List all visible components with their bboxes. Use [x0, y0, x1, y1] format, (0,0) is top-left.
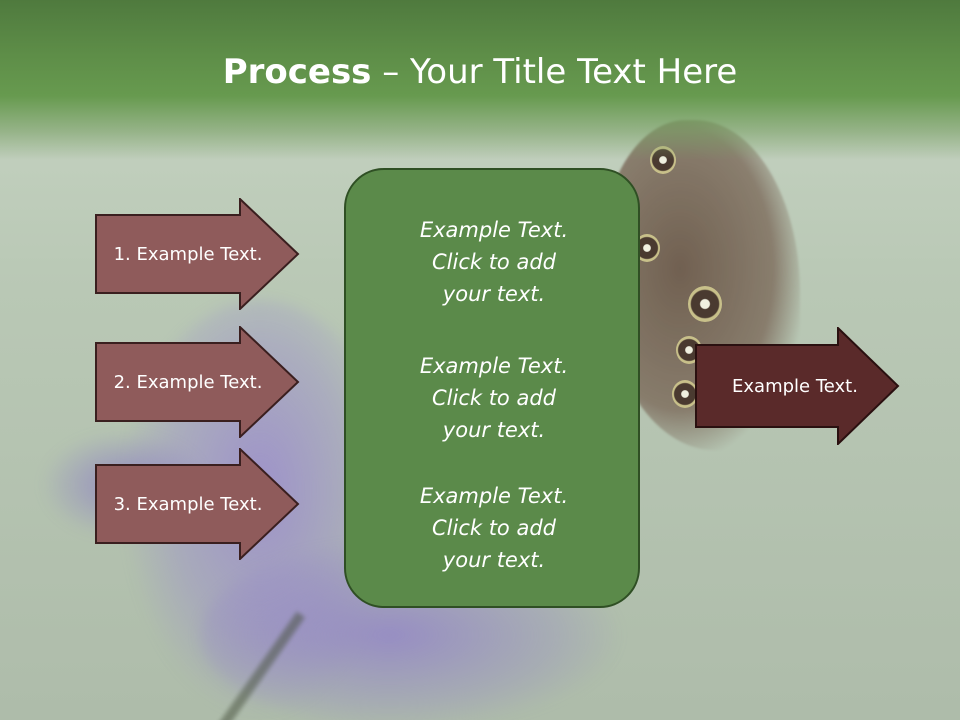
arrow-right-shape — [95, 198, 300, 310]
center-line: your text. — [442, 548, 546, 572]
arrow-right-shape — [95, 448, 300, 560]
center-paragraph: Example Text. Click to add your text. — [346, 214, 642, 310]
butterfly-eyespot — [672, 380, 698, 408]
center-line: Example Text. — [419, 218, 569, 242]
process-step-label: 3. Example Text. — [113, 493, 263, 515]
center-paragraph: Example Text. Click to add your text. — [346, 350, 642, 446]
process-center-box[interactable]: Example Text. Click to add your text. Ex… — [344, 168, 640, 608]
title-band — [0, 0, 960, 160]
process-step-arrow-1[interactable]: 1. Example Text. — [95, 198, 300, 310]
slide-title[interactable]: Process – Your Title Text Here — [0, 52, 960, 92]
process-result-label: Example Text. — [732, 375, 858, 397]
center-line: Click to add — [431, 386, 556, 410]
center-line: Example Text. — [419, 484, 569, 508]
butterfly-eyespot — [688, 286, 722, 322]
center-line: your text. — [442, 282, 546, 306]
center-line: Example Text. — [419, 354, 569, 378]
process-step-label: 1. Example Text. — [113, 243, 263, 265]
center-paragraph: Example Text. Click to add your text. — [346, 480, 642, 576]
arrow-right-shape — [95, 326, 300, 438]
process-step-arrow-3[interactable]: 3. Example Text. — [95, 448, 300, 560]
title-rest: – Your Title Text Here — [371, 52, 738, 92]
center-line: your text. — [442, 418, 546, 442]
arrow-right-shape — [695, 327, 900, 445]
title-bold: Process — [222, 52, 372, 92]
center-line: Click to add — [431, 516, 556, 540]
process-step-arrow-2[interactable]: 2. Example Text. — [95, 326, 300, 438]
process-step-label: 2. Example Text. — [113, 371, 263, 393]
process-result-arrow[interactable]: Example Text. — [695, 327, 900, 445]
center-line: Click to add — [431, 250, 556, 274]
